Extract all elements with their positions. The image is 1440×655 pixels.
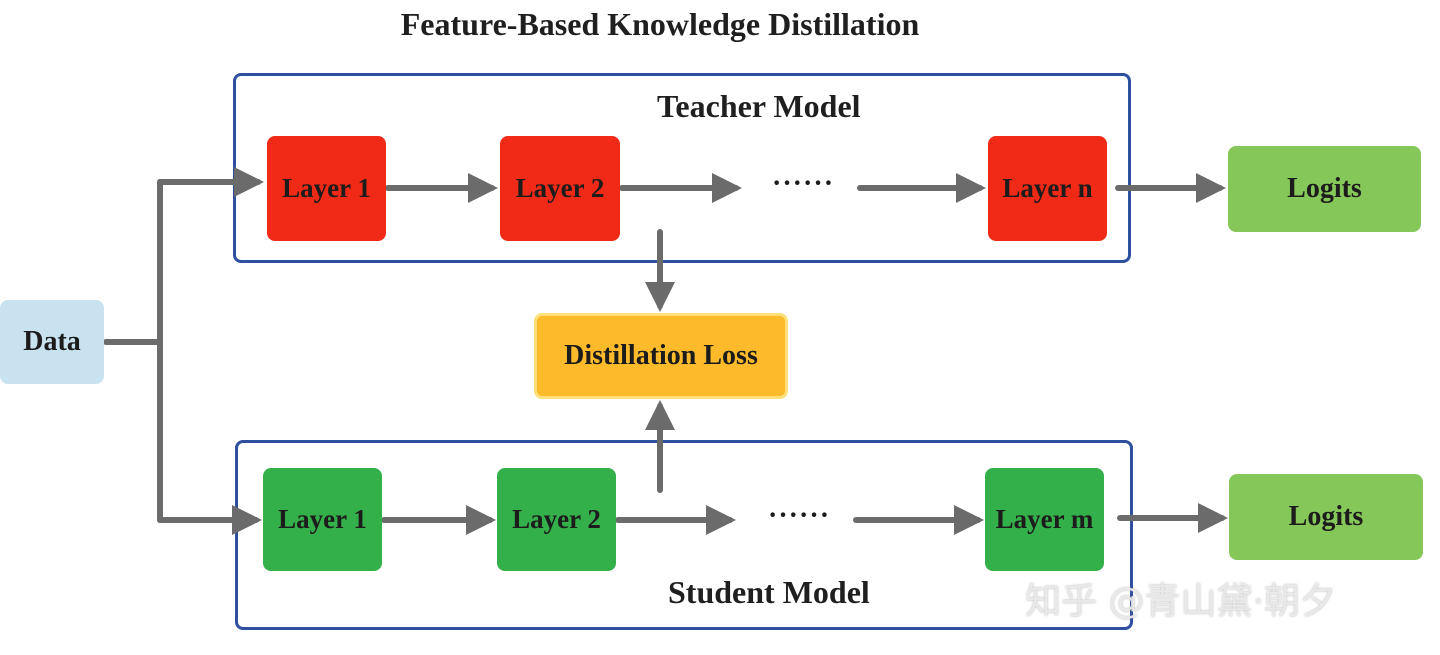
- diagram-title: Feature-Based Knowledge Distillation: [400, 6, 920, 42]
- student-layer-1: Layer 1: [263, 468, 382, 571]
- student-model-label: Student Model: [668, 574, 870, 610]
- student-model-frame: [235, 440, 1133, 630]
- student-layer-2: Layer 2: [497, 468, 616, 571]
- watermark: 知乎 @青山黛·朝夕: [1025, 581, 1336, 622]
- teacher-model-label: Teacher Model: [657, 88, 861, 124]
- teacher-layer-1: Layer 1: [267, 136, 386, 241]
- teacher-logits-node: Logits: [1228, 146, 1421, 232]
- teacher-layer-n: Layer n: [988, 136, 1107, 241]
- teacher-layer-2: Layer 2: [500, 136, 620, 241]
- student-ellipsis: ······: [768, 500, 831, 531]
- distillation-loss-node: Distillation Loss: [534, 313, 788, 399]
- teacher-ellipsis: ······: [772, 168, 835, 199]
- student-logits-node: Logits: [1229, 474, 1423, 560]
- data-input-node: Data: [0, 300, 104, 384]
- student-layer-m: Layer m: [985, 468, 1104, 571]
